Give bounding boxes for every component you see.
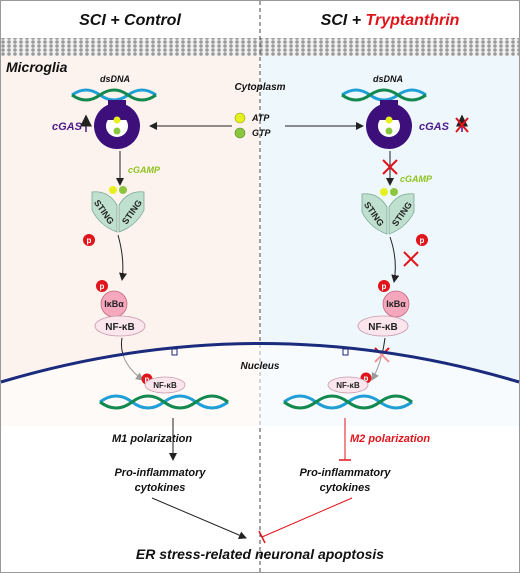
nucleus-region	[1, 343, 519, 426]
sting-dimer-left: STING STING	[91, 191, 145, 233]
cgamp-dot-atp-right	[380, 188, 388, 196]
nuclear-pores	[171, 348, 349, 356]
atp-dot	[234, 112, 246, 124]
svg-text:p: p	[364, 374, 369, 383]
cgamp-dot-gtp-left	[119, 186, 127, 194]
nucleus-label: Nucleus	[241, 361, 280, 372]
cytokines-left-line1: Pro-inflammatory	[114, 467, 206, 479]
svg-text:IκBα: IκBα	[104, 299, 124, 309]
svg-text:IκBα: IκBα	[386, 299, 406, 309]
cytoplasm-label: Cytoplasm	[234, 82, 285, 93]
cgamp-label-right: cGAMP	[400, 174, 433, 184]
nuclear-envelope	[0, 342, 520, 384]
m2-polarization-label: M2 polarization	[350, 433, 430, 445]
cgamp-dot-gtp-right	[390, 188, 398, 196]
inhibit-cytokines-to-apoptosis	[261, 497, 353, 538]
svg-text:p: p	[100, 282, 105, 291]
header-left: SCI + Control	[79, 12, 181, 29]
ikba-right	[382, 290, 410, 318]
svg-text:p: p	[87, 236, 92, 245]
svg-text:p: p	[145, 375, 150, 384]
nfkb-nuclear-right	[327, 376, 369, 394]
target-dna-right	[283, 394, 413, 410]
inhibit-cgamp-cross	[382, 159, 398, 175]
arrow-sting-to-ikba-left	[117, 234, 127, 281]
nfkb-nuclear-left	[144, 376, 186, 394]
gtp-label: GTP	[252, 128, 271, 138]
m1-polarization-label: M1 polarization	[112, 433, 192, 445]
dsdna-label-left: dsDNA	[100, 74, 130, 84]
cgamp-dot-atp-left	[109, 186, 117, 194]
atp-label: ATP	[251, 113, 270, 123]
cgas-label-left: cGAS	[52, 121, 83, 133]
cgas-enzyme-left	[94, 100, 140, 149]
nfkb-complex-right	[357, 315, 409, 337]
svg-text:NF-κB: NF-κB	[153, 381, 177, 390]
cgas-label-right: cGAS	[419, 121, 450, 133]
inhibit-bar-apoptosis	[258, 530, 266, 544]
inhibit-phospho-cross	[403, 251, 419, 267]
microglia-label: Microglia	[6, 59, 68, 75]
target-dna-left	[99, 394, 229, 410]
phospho-ikba-left	[96, 280, 108, 292]
svg-text:p: p	[420, 236, 425, 245]
svg-text:NF-κB: NF-κB	[368, 322, 397, 333]
inhibit-cgas-cross	[455, 117, 469, 133]
phospho-sting-right	[416, 234, 428, 246]
dsdna-label-right: dsDNA	[373, 74, 403, 84]
apoptosis-outcome-label: ER stress-related neuronal apoptosis	[136, 546, 384, 562]
header-right: SCI + Tryptanthrin	[321, 12, 460, 29]
cytokines-left-line2: cytokines	[135, 482, 186, 494]
sting-dimer-right: STING STING	[361, 193, 415, 235]
arrow-cytokines-to-apoptosis	[151, 497, 247, 539]
gtp-dot	[234, 127, 246, 139]
arrow-sting-to-ikba-right	[389, 236, 400, 283]
phospho-ikba-right	[378, 280, 390, 292]
nfkb-complex-left	[94, 315, 146, 337]
phospho-sting-left	[83, 234, 95, 246]
cgas-enzyme-right	[366, 100, 412, 149]
svg-text:p: p	[382, 282, 387, 291]
svg-text:NF-κB: NF-κB	[336, 381, 360, 390]
cytokines-right-line2: cytokines	[320, 482, 371, 494]
cgamp-label-left: cGAMP	[128, 165, 161, 175]
svg-text:NF-κB: NF-κB	[105, 322, 134, 333]
cytokines-right-line1: Pro-inflammatory	[299, 467, 391, 479]
